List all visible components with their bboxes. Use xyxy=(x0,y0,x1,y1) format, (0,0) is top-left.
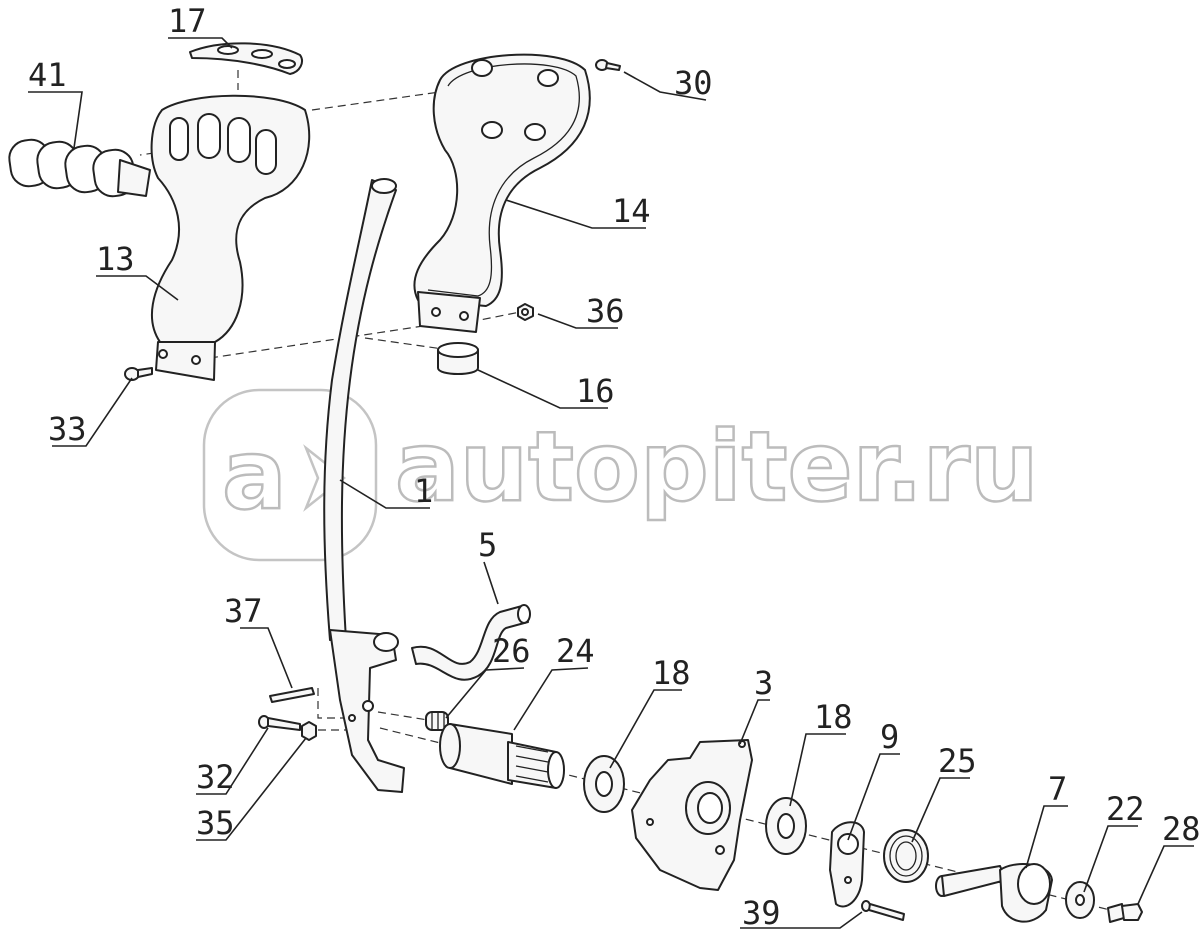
callout-22: 22 xyxy=(1106,790,1145,828)
part-25-spring xyxy=(883,829,929,883)
callout-13: 13 xyxy=(96,240,135,278)
callout-26: 26 xyxy=(492,632,531,670)
part-30-screw xyxy=(595,59,621,71)
callout-14: 14 xyxy=(612,192,651,230)
part-35-nut xyxy=(301,721,317,741)
part-24-splined-shaft xyxy=(439,723,565,789)
callout-16: 16 xyxy=(576,372,615,410)
callout-24: 24 xyxy=(556,632,595,670)
part-17-top-cover xyxy=(189,42,303,75)
callout-39: 39 xyxy=(742,894,781,932)
callout-33: 33 xyxy=(48,410,87,448)
callout-28: 28 xyxy=(1162,810,1200,848)
watermark-logo-glyph: a xyxy=(222,419,287,531)
part-14-handle-half-right xyxy=(413,53,591,333)
part-37-pin xyxy=(269,687,315,703)
callout-17: 17 xyxy=(168,2,207,40)
watermark: a autopiter.ru xyxy=(202,388,1040,562)
callout-41: 41 xyxy=(28,56,67,94)
part-39-pin xyxy=(861,900,905,921)
part-33-screw xyxy=(124,367,153,381)
callout-9: 9 xyxy=(880,718,899,756)
part-13-handle-half-left xyxy=(150,94,311,381)
callout-32: 32 xyxy=(196,758,235,796)
part-32-bolt xyxy=(258,715,301,731)
part-36-nut xyxy=(517,303,534,321)
part-26-spring xyxy=(425,711,449,731)
callout-1: 1 xyxy=(414,472,433,510)
part-7-arm xyxy=(935,863,1053,923)
part-22-washer xyxy=(1065,881,1095,919)
callout-3: 3 xyxy=(754,664,773,702)
callout-36: 36 xyxy=(586,292,625,330)
callout-25: 25 xyxy=(938,742,977,780)
watermark-text: autopiter.ru xyxy=(395,411,1038,523)
part-9-plate xyxy=(829,821,865,908)
part-5-tube xyxy=(411,604,531,681)
callout-7: 7 xyxy=(1048,770,1067,808)
callout-5: 5 xyxy=(478,526,497,564)
part-18-washer-a xyxy=(583,755,625,813)
part-18-washer-b xyxy=(765,797,807,855)
part-41-finger-buttons xyxy=(8,138,151,198)
part-3-bracket-plate xyxy=(631,739,753,891)
part-1-lever-rod xyxy=(323,178,405,793)
callout-18-a: 18 xyxy=(652,654,691,692)
leader-lines xyxy=(28,37,1194,929)
watermark-logo-frame xyxy=(202,388,378,562)
callout-30: 30 xyxy=(674,64,713,102)
part-16-bushing xyxy=(437,342,479,375)
callout-37: 37 xyxy=(224,592,263,630)
callout-labels: 17 41 30 14 13 36 33 16 1 5 37 26 24 18 … xyxy=(28,2,1200,932)
callout-18-b: 18 xyxy=(814,698,853,736)
callout-35: 35 xyxy=(196,804,235,842)
part-28-bolt xyxy=(1107,903,1143,923)
